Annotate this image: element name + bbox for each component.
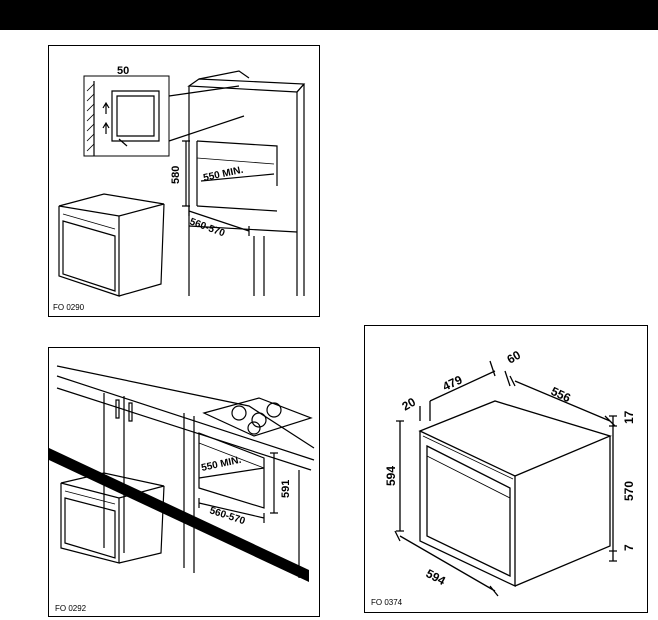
dim-570-label: 570 [622, 481, 636, 501]
dim-opening-label: 550 MIN. [200, 455, 242, 474]
dim-594-height-label: 594 [384, 466, 398, 486]
oven-dimensions-drawing: 20 479 60 556 17 594 570 7 594 [384, 348, 636, 597]
dim-556-label: 556 [549, 384, 573, 405]
figure-code: FO 0374 [371, 598, 403, 607]
figure-code: FO 0292 [55, 604, 87, 613]
dim-width-label: 560-570 [188, 216, 227, 239]
dim-height-label: 580 [170, 166, 182, 184]
header-bar [0, 0, 658, 30]
dim-height-label: 591 [280, 480, 292, 498]
dim-17-label: 17 [622, 410, 636, 424]
dim-gap-label: 50 [117, 65, 129, 77]
dim-7-label: 7 [622, 544, 636, 551]
figure-fo0292: 550 MIN. 591 560-570 FO 0292 [48, 347, 320, 617]
dim-60-label: 60 [505, 348, 524, 367]
dim-594-width-label: 594 [424, 566, 449, 588]
column-installation-drawing: 50 580 550 MIN. 560-570 [58, 65, 306, 297]
dim-opening-label: 550 MIN. [202, 165, 244, 184]
figure-fo0290: 50 580 550 MIN. 560-570 FO 0290 [48, 45, 320, 317]
figure-code: FO 0290 [53, 303, 85, 312]
dim-width-label: 560-570 [208, 505, 247, 527]
dim-479-label: 479 [440, 372, 464, 393]
dim-20-label: 20 [400, 395, 419, 414]
undercounter-installation-drawing: 550 MIN. 591 560-570 [49, 365, 315, 582]
figure-fo0374: 20 479 60 556 17 594 570 7 594 FO 0374 [364, 325, 648, 613]
